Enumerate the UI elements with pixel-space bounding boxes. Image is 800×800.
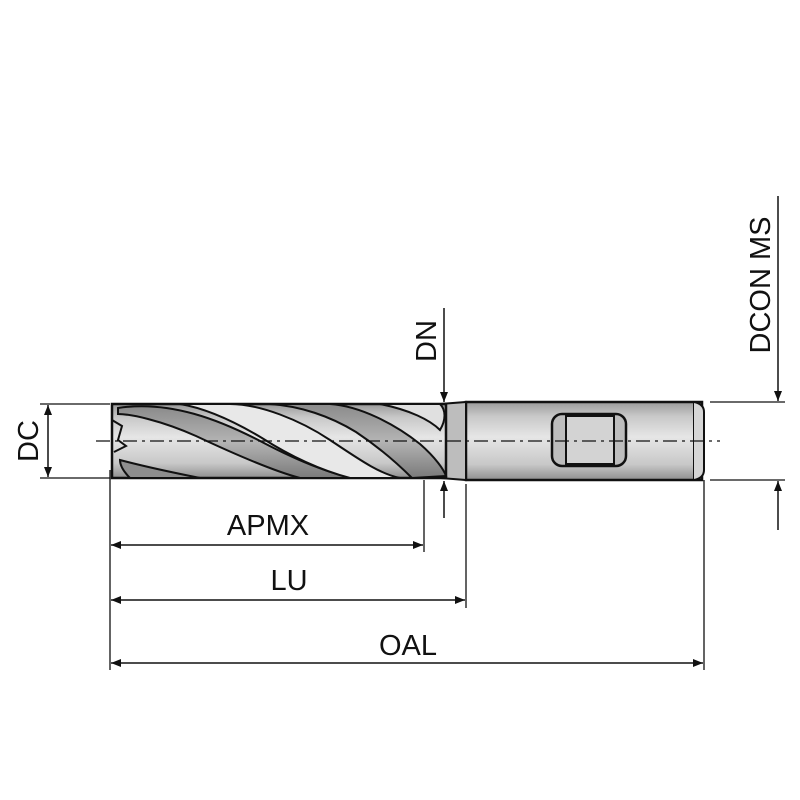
- extension-lines: [40, 401, 785, 670]
- oal-dimension: OAL: [111, 630, 703, 667]
- dcon-ms-label: DCON MS: [745, 217, 777, 354]
- shank: [464, 400, 705, 482]
- dc-dimension: DC: [13, 405, 52, 477]
- dn-dimension: DN: [411, 308, 448, 518]
- lu-dimension: LU: [111, 565, 465, 604]
- dc-label: DC: [13, 420, 45, 462]
- dcon-ms-dimension: DCON MS: [745, 196, 782, 530]
- lu-label: LU: [270, 565, 307, 597]
- end-mill-tool: [96, 400, 720, 482]
- apmx-dimension: APMX: [111, 510, 423, 549]
- dn-label: DN: [411, 320, 443, 362]
- apmx-label: APMX: [227, 510, 309, 542]
- oal-label: OAL: [379, 630, 437, 662]
